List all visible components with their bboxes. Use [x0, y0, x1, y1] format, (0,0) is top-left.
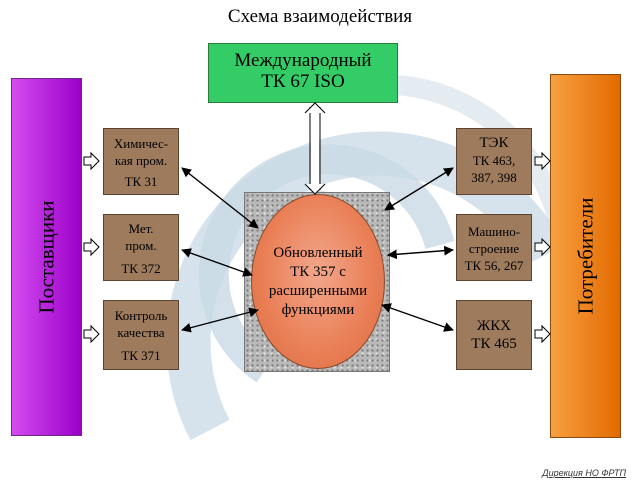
- left-box-line: Мет.: [128, 221, 154, 236]
- supply-arrow: [83, 324, 100, 344]
- right-box-line: ТК 463,: [472, 153, 516, 168]
- iso-line-1: Международный: [234, 50, 372, 71]
- left-box-line: пром.: [125, 238, 157, 253]
- right-box-line: Машино-: [467, 224, 521, 239]
- center-line: ТК 357 с: [290, 263, 346, 280]
- left-box-metallurgy: Мет. пром. ТК 372: [103, 214, 179, 281]
- iso-line-2: ТК 67 ISO: [261, 71, 345, 92]
- consume-arrow: [534, 324, 551, 344]
- right-box-line: ТК 56, 267: [464, 258, 524, 273]
- consume-arrow: [534, 151, 551, 171]
- center-line: Обновленный: [273, 244, 363, 261]
- right-box-line: строение: [468, 241, 520, 256]
- left-box-line: кая пром.: [114, 153, 168, 168]
- left-box-quality-control: Контроль качества ТК 371: [103, 300, 179, 370]
- diagram-title: Схема взаимодействия: [227, 6, 413, 27]
- iso-link-arrow: [304, 102, 326, 195]
- right-box-line: ТЭК: [479, 135, 509, 151]
- supply-arrow: [83, 237, 100, 257]
- right-box-line: 387, 398: [471, 170, 517, 185]
- link-arrow: [387, 245, 454, 260]
- link-arrow: [381, 303, 454, 332]
- right-box-housing: ЖКХ ТК 465: [456, 300, 532, 370]
- link-arrow: [384, 167, 454, 211]
- supply-arrow: [83, 151, 100, 171]
- right-box-line: ЖКХ: [476, 318, 512, 334]
- credit-link[interactable]: Дирекция НО ФРТП: [542, 468, 626, 478]
- left-box-line: качества: [117, 325, 165, 340]
- iso-committee-box: Международный ТК 67 ISO: [208, 43, 398, 103]
- link-arrow: [181, 307, 259, 333]
- link-arrow: [181, 167, 259, 229]
- left-box-line: Химичес-: [113, 136, 169, 151]
- left-box-line: ТК 372: [121, 261, 161, 276]
- left-box-line: ТК 31: [124, 174, 158, 189]
- right-box-machinery: Машино- строение ТК 56, 267: [456, 214, 532, 281]
- left-box-line: ТК 371: [121, 348, 161, 363]
- left-box-line: Контроль: [114, 308, 168, 323]
- suppliers-bar: Поставщики: [11, 78, 82, 436]
- right-box-line: ТК 465: [471, 336, 517, 352]
- consumers-bar: Потребители: [550, 74, 621, 438]
- link-arrow: [181, 248, 253, 277]
- right-box-energy: ТЭК ТК 463, 387, 398: [456, 128, 532, 195]
- consume-arrow: [534, 237, 551, 257]
- center-line: расширенными: [268, 282, 368, 299]
- center-line: функциями: [281, 301, 355, 318]
- left-box-chemical: Химичес- кая пром. ТК 31: [103, 128, 179, 195]
- center-committee-ellipse: Обновленный ТК 357 с расширенными функци…: [251, 194, 385, 369]
